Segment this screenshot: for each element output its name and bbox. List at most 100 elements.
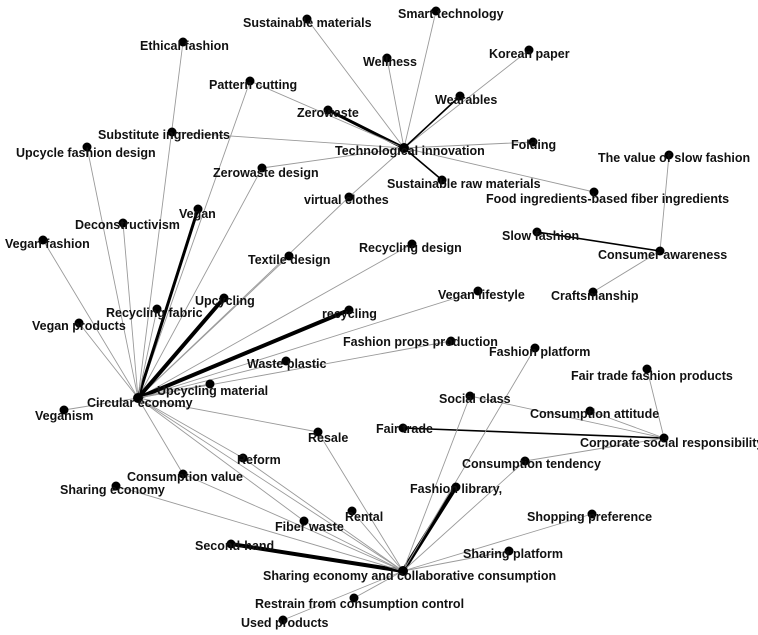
node-label: Waste plastic: [247, 357, 326, 371]
node-dot: [302, 14, 312, 24]
edge-circular_economy-sharing_collab: [137, 397, 404, 572]
node-recycling-design: Recycling design: [359, 239, 462, 255]
edge-sharing_collab-fashion_platform: [402, 347, 536, 572]
node-consumption-tendency: Consumption tendency: [462, 456, 601, 471]
edge-circular_economy-deconstructivism: [122, 222, 139, 399]
node-waste-plastic: Waste plastic: [247, 356, 326, 371]
edge-technological_innovation-korean_paper: [403, 49, 530, 149]
edge-sharing_collab-second_hand: [229, 542, 405, 573]
node-fair-trade: Fair trade: [376, 422, 433, 436]
node-label: Fair trade fashion products: [571, 369, 733, 383]
node-label: Used products: [241, 616, 329, 630]
node-label: Substitute ingredients: [98, 128, 230, 142]
node-label: Sustainable raw materials: [387, 177, 541, 191]
edge-technological_innovation-zerowaste: [326, 108, 406, 150]
node-used-products: Used products: [241, 615, 329, 630]
node-upcycling-material: Upcycling material: [157, 379, 268, 398]
node-label: Upcycling: [195, 294, 255, 308]
node-dot: [446, 336, 456, 346]
node-label: Wellness: [363, 55, 417, 69]
node-label: Reform: [237, 453, 281, 467]
node-fiber-waste: Fiber waste: [275, 516, 344, 534]
node-dot: [532, 227, 542, 237]
node-social-class: Social class: [439, 391, 511, 406]
edge-technological_innovation-sustainable_materials: [306, 18, 405, 149]
node-label: Veganism: [35, 409, 93, 423]
node-label: Sustainable materials: [243, 16, 372, 30]
node-second-hand: Second-hand: [195, 539, 274, 553]
node-label: Slow fashion: [502, 229, 579, 243]
node-label: Second-hand: [195, 539, 274, 553]
node-label: Fashion library,: [410, 482, 502, 496]
node-vegan-products: Vegan products: [32, 318, 126, 333]
edge-sharing_collab-shopping_preference: [402, 513, 593, 572]
node-label: Smart technology: [398, 7, 504, 21]
node-label: Pattern cutting: [209, 78, 297, 92]
edge-circular_economy-veganism: [63, 397, 139, 411]
edge-technological_innovation-food_fiber: [403, 147, 595, 193]
node-label: Sharing economy and collaborative consum…: [263, 569, 556, 583]
node-textile-design: Textile design: [248, 251, 330, 267]
node-dot: [281, 356, 291, 366]
edge-circular_economy-vegan_products: [78, 322, 139, 399]
node-restrain-consumption: Restrain from consumption control: [255, 593, 464, 611]
node-dot: [118, 218, 128, 228]
node-dot: [398, 566, 408, 576]
edge-circular_economy-vegan_fashion: [42, 239, 139, 399]
edge-circular_economy-resale: [137, 397, 319, 433]
node-zerowaste-design: Zerowaste design: [213, 163, 319, 180]
node-label: recycling: [322, 307, 377, 321]
node-dot: [133, 393, 143, 403]
edge-sharing_collab-fiber_waste: [303, 520, 404, 572]
node-label: Food ingredients-based fiber ingredients: [486, 192, 729, 206]
edge-circular_economy-fiber_waste: [137, 397, 305, 522]
node-dot: [226, 539, 236, 549]
node-dot: [642, 364, 652, 374]
node-deconstructivism: Deconstructivism: [75, 218, 180, 232]
node-smart-technology: Smart technology: [398, 6, 504, 21]
node-label: Craftsmanship: [551, 289, 639, 303]
node-fashion-library: Fashion library,: [410, 482, 502, 496]
edge-circular_economy-waste_plastic: [137, 360, 287, 399]
node-label: Consumption tendency: [462, 457, 601, 471]
node-dot: [245, 76, 255, 86]
node-circular-economy: Circular economy: [87, 393, 193, 410]
node-sharing-collab: Sharing economy and collaborative consum…: [263, 566, 556, 583]
edge-circular_economy-recycling: [136, 308, 351, 400]
edge-circular_economy-ethical_fashion: [137, 41, 184, 399]
node-label: Recycling design: [359, 241, 462, 255]
node-dot: [655, 246, 665, 256]
edge-sharing_collab-resale: [317, 431, 404, 572]
node-label: Resale: [308, 431, 348, 445]
edge-sharing_collab-consumption_tendency: [402, 460, 526, 572]
node-label: Fiber waste: [275, 520, 344, 534]
node-dot: [82, 142, 92, 152]
node-label: Restrain from consumption control: [255, 597, 464, 611]
node-dot: [399, 143, 409, 153]
edge-corporate_social_responsibility-consumption_attitude: [589, 410, 665, 439]
node-dot: [465, 391, 475, 401]
node-dot: [178, 37, 188, 47]
edge-circular_economy-upcycling: [136, 296, 226, 400]
edge-technological_innovation-wearables: [403, 95, 461, 149]
edge-sharing_collab-rental: [351, 510, 404, 572]
node-dot: [193, 204, 203, 214]
edge-technological_innovation-virtual_clothes: [348, 147, 405, 198]
node-label: Vegan lifestyle: [438, 288, 525, 302]
node-dot: [219, 293, 229, 303]
node-label: Upcycling material: [157, 384, 268, 398]
node-dot: [588, 287, 598, 297]
edge-fair_trade-corporate_social_responsibility: [402, 427, 665, 439]
edge-technological_innovation-sustainable_raw_materials: [403, 147, 443, 181]
node-dot: [349, 593, 359, 603]
node-korean-paper: Korean paper: [489, 45, 570, 61]
node-fashion-platform: Fashion platform: [489, 343, 590, 359]
node-dot: [431, 6, 441, 16]
edge-sharing_collab-fashion_library: [401, 485, 458, 573]
node-virtual-clothes: virtual clothes: [304, 192, 389, 207]
node-consumer-awareness: Consumer awareness: [598, 246, 727, 262]
node-recycling-fabric: Recycling fabric: [106, 304, 203, 320]
node-ethical-fashion: Ethical fashion: [140, 37, 229, 53]
node-dot: [520, 456, 530, 466]
node-label: Wearables: [435, 93, 497, 107]
